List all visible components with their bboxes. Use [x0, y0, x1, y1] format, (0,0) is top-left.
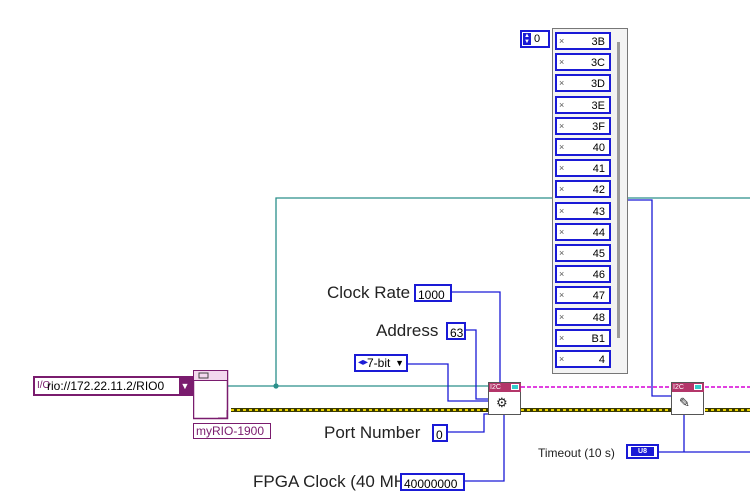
- array-element-value: 3E: [591, 99, 605, 112]
- array-element-value: 44: [592, 226, 605, 239]
- monitor-icon: [694, 384, 702, 390]
- chevron-down-icon[interactable]: ▼: [395, 358, 404, 368]
- array-element-value: 45: [592, 248, 605, 260]
- hex-display-icon: ×: [559, 184, 565, 195]
- hex-display-icon: ×: [559, 248, 565, 258]
- wrench-icon: ⚙: [496, 395, 508, 410]
- clock-rate-constant[interactable]: 1000: [414, 284, 452, 302]
- hex-display-icon: ×: [559, 290, 565, 301]
- array-element-value: 43: [592, 205, 605, 218]
- array-element[interactable]: × 44: [555, 222, 611, 241]
- array-element-value: 48: [592, 311, 605, 324]
- pencil-icon: ✎: [679, 395, 690, 410]
- hex-display-icon: ×: [559, 269, 565, 280]
- hex-display-icon: ×: [559, 163, 565, 174]
- array-element-value: 41: [592, 163, 605, 176]
- array-element[interactable]: × B1: [555, 328, 611, 347]
- resource-name-value: rio://172.22.11.2/RIO0: [47, 379, 165, 393]
- address-label: Address: [376, 321, 439, 340]
- timeout-label: Timeout (10 s): [538, 446, 615, 460]
- address-constant[interactable]: 63: [446, 322, 466, 340]
- chevron-down-icon[interactable]: ▼: [179, 378, 191, 394]
- array-element[interactable]: ×4: [555, 350, 611, 368]
- array-element-value: 42: [592, 184, 605, 197]
- vi-header-tag: I2C: [673, 384, 684, 391]
- hex-display-icon: ×: [559, 36, 565, 46]
- hex-display-icon: ×: [559, 120, 565, 131]
- array-element-value: 3D: [590, 78, 605, 91]
- array-element[interactable]: × 43: [555, 201, 611, 220]
- port-number-constant[interactable]: 0: [432, 424, 448, 442]
- array-element[interactable]: × 45: [555, 244, 611, 262]
- addressing-mode-enum[interactable]: ◂▸ 7-bit ▼: [354, 354, 408, 372]
- array-element[interactable]: × 3D: [555, 74, 611, 93]
- array-element[interactable]: × 42: [555, 180, 611, 199]
- addressing-mode-value: 7-bit: [367, 356, 391, 370]
- increment-decrement-icon[interactable]: ◂▸: [358, 357, 369, 368]
- clock-rate-label: Clock Rate: [327, 283, 411, 302]
- array-element-value: 40: [592, 142, 605, 154]
- port-number-label: Port Number: [324, 423, 421, 442]
- fpga-clock-constant[interactable]: 40000000: [400, 473, 465, 491]
- array-element-value: 3C: [590, 57, 605, 70]
- timeout-constant[interactable]: U8: [626, 444, 659, 459]
- array-element[interactable]: × 3B: [555, 32, 611, 50]
- array-element[interactable]: × 47: [555, 286, 611, 305]
- array-scrollbar[interactable]: [617, 42, 620, 338]
- hex-display-icon: ×: [559, 57, 565, 68]
- monitor-icon: [511, 384, 519, 390]
- array-element-value: 47: [592, 290, 605, 303]
- device-reference-icon[interactable]: [192, 369, 231, 420]
- array-element-value: 4: [598, 354, 605, 366]
- i2c-write-vi[interactable]: I2C ✎: [671, 382, 704, 415]
- hex-display-icon: ×: [559, 311, 565, 322]
- vi-header-tag: I2C: [490, 384, 501, 391]
- document-icon: [192, 369, 229, 420]
- hex-display-icon: ×: [559, 142, 565, 152]
- array-element[interactable]: × 40: [555, 138, 611, 156]
- array-element[interactable]: × 41: [555, 159, 611, 178]
- fpga-clock-label: FPGA Clock (40 MHz): [253, 472, 421, 491]
- resource-name-control[interactable]: I/O rio://172.22.11.2/RIO0 ▼: [33, 376, 193, 396]
- array-element[interactable]: × 46: [555, 265, 611, 284]
- array-element-value: 3F: [592, 120, 605, 133]
- hex-display-icon: ×: [559, 99, 565, 110]
- array-element-value: 3B: [591, 36, 605, 48]
- u8-type-label: U8: [631, 447, 654, 456]
- array-element[interactable]: × 3E: [555, 95, 611, 114]
- io-icon: I/O: [37, 380, 51, 391]
- vi-header: I2C: [672, 383, 704, 392]
- hex-display-icon: ×: [559, 226, 565, 237]
- hex-display-icon: ×: [559, 205, 565, 216]
- hex-display-icon: ×: [559, 78, 565, 89]
- hex-display-icon: ×: [559, 354, 565, 364]
- array-index-value: 0: [534, 33, 541, 45]
- hex-display-icon: ×: [559, 332, 565, 343]
- array-element-value: B1: [591, 332, 605, 345]
- device-label: myRIO-1900: [193, 423, 271, 439]
- vi-header: I2C: [489, 383, 521, 392]
- array-element[interactable]: × 3F: [555, 116, 611, 135]
- array-index-display[interactable]: ▲▼ 0: [520, 30, 550, 48]
- array-element[interactable]: × 48: [555, 307, 611, 326]
- i2c-configure-vi[interactable]: I2C ⚙: [488, 382, 521, 415]
- array-element-value: 46: [592, 269, 605, 282]
- index-stepper-icon[interactable]: ▲▼: [523, 33, 531, 45]
- array-element[interactable]: × 3C: [555, 53, 611, 72]
